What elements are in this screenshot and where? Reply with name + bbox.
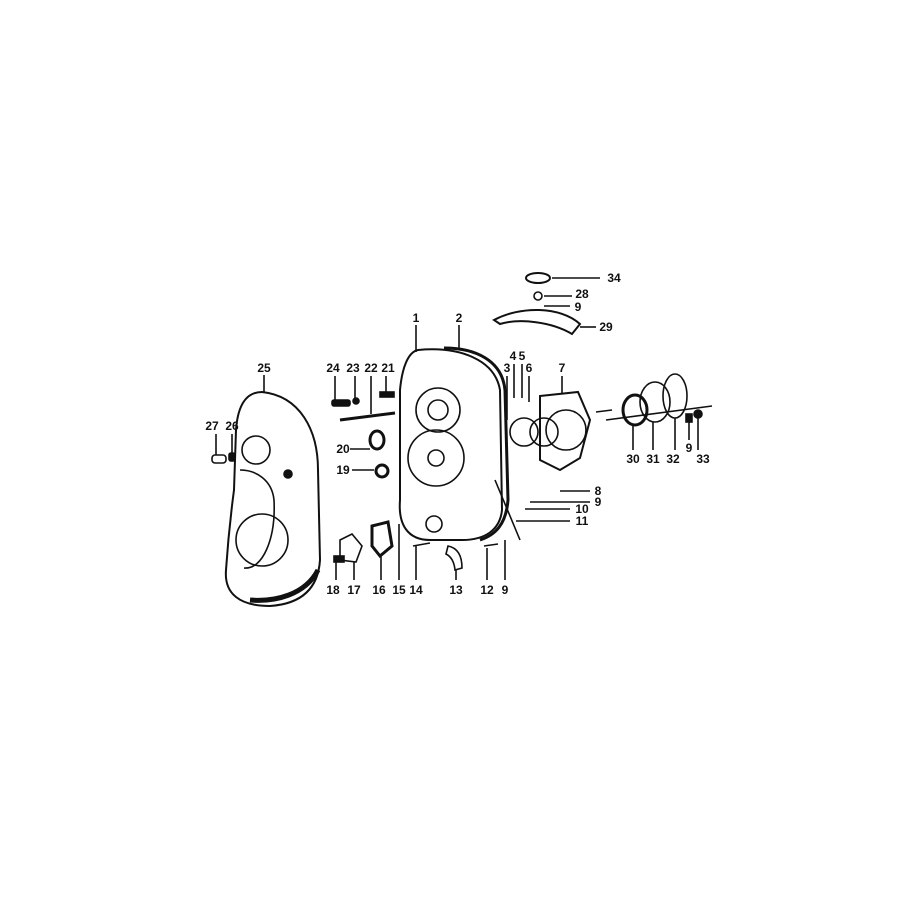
- part-label-1: 1: [412, 311, 420, 325]
- part-label-18: 18: [326, 583, 340, 597]
- part-label-24: 24: [326, 361, 340, 375]
- part-label-13: 13: [449, 583, 463, 597]
- gear-case-part-7-icon: [506, 364, 613, 522]
- part-label-6: 6: [525, 361, 533, 375]
- part-label-28: 28: [575, 287, 589, 301]
- part-label-21: 21: [381, 361, 395, 375]
- part-label-15: 15: [392, 583, 406, 597]
- top-cover-part-29-icon: [492, 272, 600, 336]
- housing-part-1-icon: [398, 325, 521, 542]
- part-label-20: 20: [336, 442, 350, 456]
- cover-part-25-icon: [224, 375, 322, 608]
- part-label-12: 12: [480, 583, 494, 597]
- part-label-8: 8: [594, 484, 602, 498]
- part-label-25: 25: [257, 361, 271, 375]
- part-label-29: 29: [599, 320, 613, 334]
- part-label-23: 23: [346, 361, 360, 375]
- part-label-19: 19: [336, 463, 350, 477]
- part-label-26: 26: [225, 419, 239, 433]
- part-label-17: 17: [347, 583, 361, 597]
- part-label-4: 4: [509, 349, 517, 363]
- part-label-7: 7: [558, 361, 566, 375]
- part-label-9: 9: [501, 583, 509, 597]
- part-label-9: 9: [574, 300, 582, 314]
- part-label-5: 5: [518, 349, 526, 363]
- part-label-30: 30: [626, 452, 640, 466]
- fasteners-parts-19-24-icon: [331, 376, 396, 479]
- part-label-34: 34: [607, 271, 621, 285]
- part-label-31: 31: [646, 452, 660, 466]
- part-label-27: 27: [205, 419, 219, 433]
- part-label-10: 10: [575, 502, 589, 516]
- screw-part-27-icon: [211, 434, 236, 464]
- part-label-22: 22: [364, 361, 378, 375]
- part-label-16: 16: [372, 583, 386, 597]
- seal-parts-30-33-icon: [605, 373, 713, 450]
- part-label-9: 9: [594, 495, 602, 509]
- part-label-14: 14: [409, 583, 423, 597]
- part-label-2: 2: [455, 311, 463, 325]
- part-label-11: 11: [575, 514, 589, 528]
- bottom-parts-12-18-icon: [333, 520, 506, 580]
- part-label-32: 32: [666, 452, 680, 466]
- part-label-33: 33: [696, 452, 710, 466]
- part-label-9: 9: [685, 441, 693, 455]
- part-label-3: 3: [503, 361, 511, 375]
